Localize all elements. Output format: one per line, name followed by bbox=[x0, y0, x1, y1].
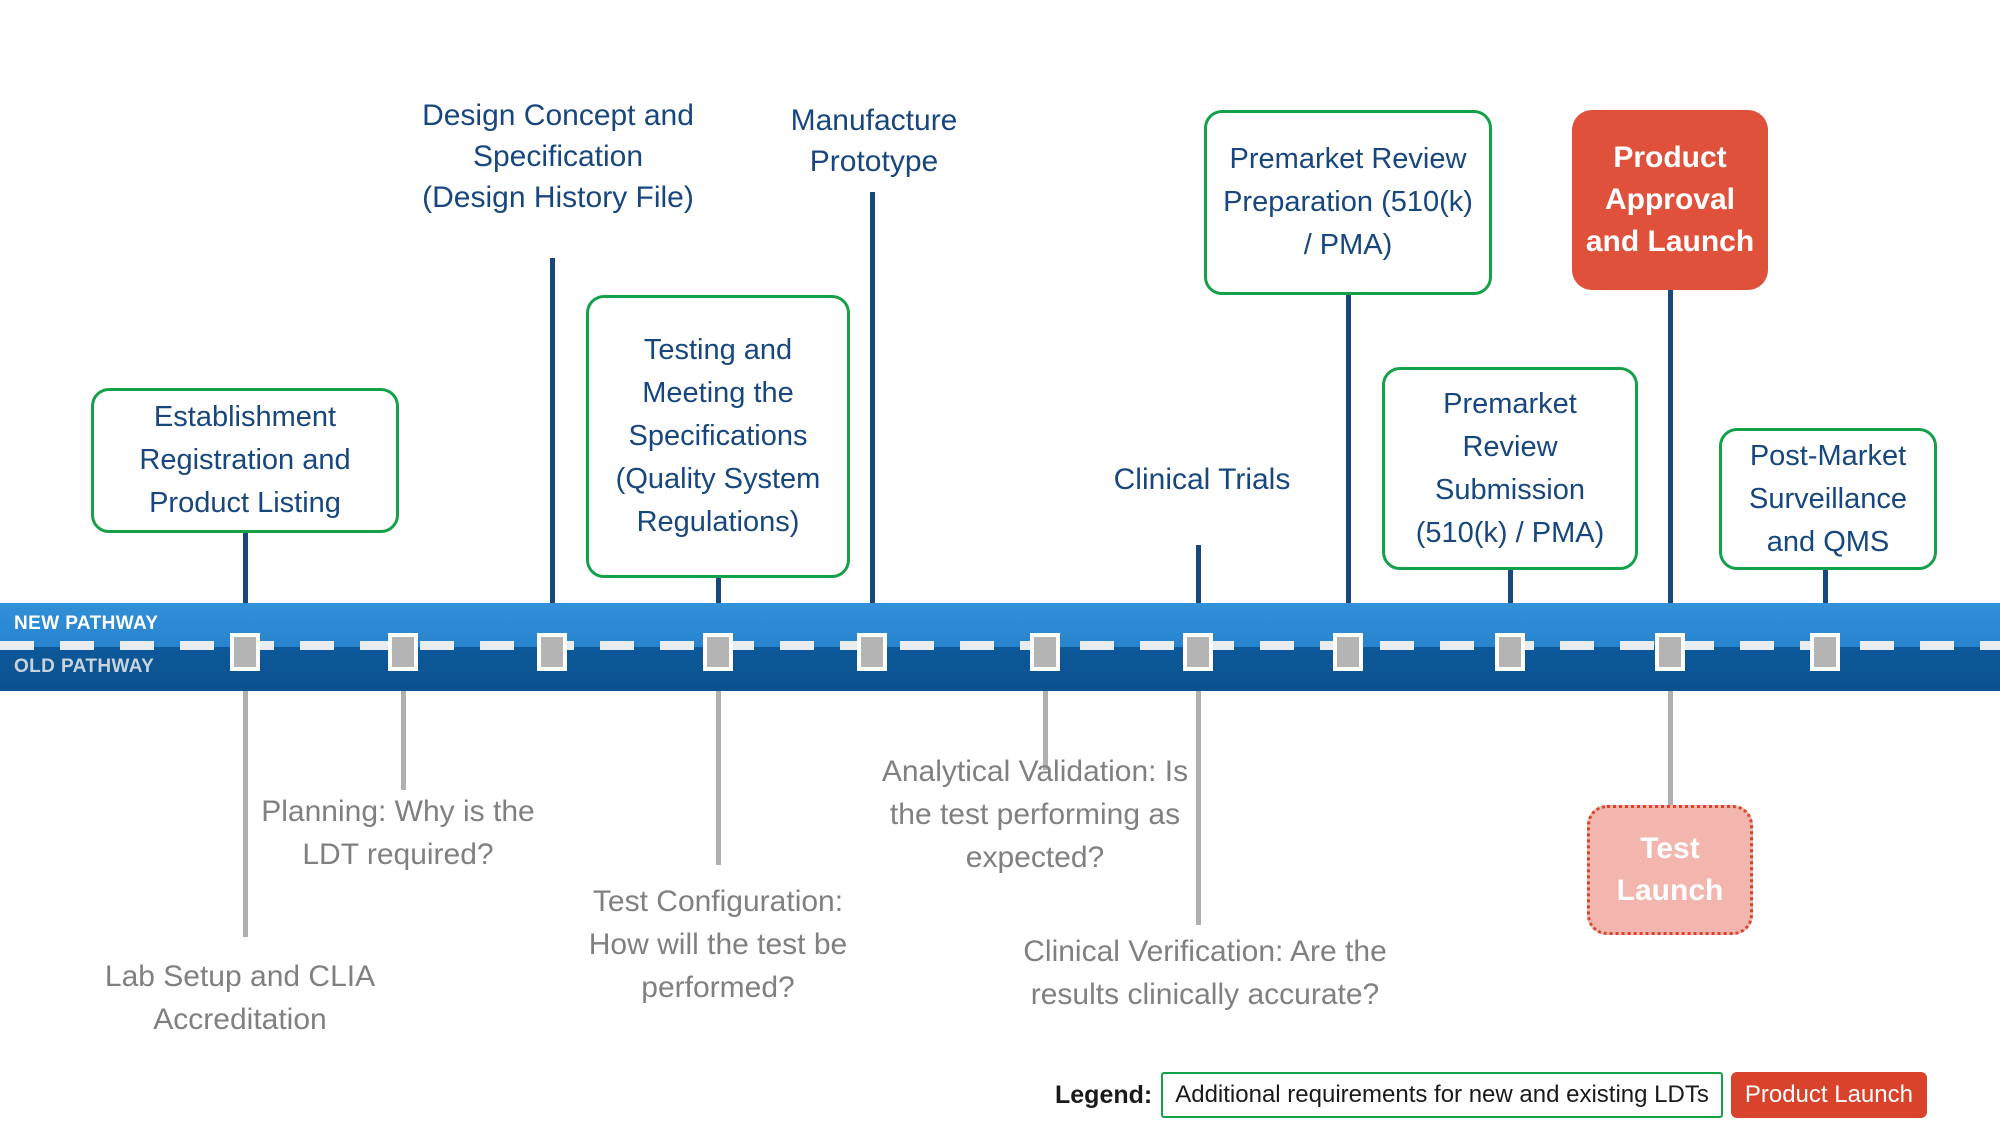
timeline-marker[interactable] bbox=[1333, 633, 1363, 671]
timeline-marker[interactable] bbox=[703, 633, 733, 671]
old-pathway-band bbox=[0, 647, 2000, 691]
node-clinical-verification[interactable]: Clinical Verification: Are the results c… bbox=[1023, 935, 1387, 1011]
pathway-divider-dashed-line bbox=[0, 641, 2000, 650]
connector-testing-specifications bbox=[716, 578, 721, 605]
connector-test-configuration bbox=[716, 660, 721, 865]
connector-clinical-trials bbox=[1196, 545, 1201, 605]
timeline-marker[interactable] bbox=[1810, 633, 1840, 671]
connector-post-market-surveillance bbox=[1823, 570, 1828, 605]
timeline-marker[interactable] bbox=[1655, 633, 1685, 671]
connector-lab-setup bbox=[243, 660, 248, 937]
legend-green-entry: Additional requirements for new and exis… bbox=[1161, 1072, 1723, 1118]
node-premarket-review-preparation[interactable]: Premarket Review Preparation (510(k) / P… bbox=[1204, 110, 1492, 295]
timeline-marker[interactable] bbox=[537, 633, 567, 671]
timeline-marker[interactable] bbox=[1495, 633, 1525, 671]
timeline-marker[interactable] bbox=[388, 633, 418, 671]
node-manufacture-prototype[interactable]: Manufacture Prototype bbox=[790, 104, 958, 178]
node-design-concept[interactable]: Design Concept and Specification (Design… bbox=[422, 99, 694, 214]
legend-red-entry: Product Launch bbox=[1730, 1072, 1927, 1118]
connector-establishment-registration bbox=[243, 533, 248, 605]
timeline-marker[interactable] bbox=[230, 633, 260, 671]
timeline-marker[interactable] bbox=[1030, 633, 1060, 671]
node-lab-setup-clia[interactable]: Lab Setup and CLIA Accreditation bbox=[104, 960, 376, 1036]
connector-product-approval bbox=[1668, 290, 1673, 605]
node-establishment-registration[interactable]: Establishment Registration and Product L… bbox=[91, 388, 399, 533]
node-clinical-trials[interactable]: Clinical Trials bbox=[1113, 463, 1291, 496]
node-test-launch[interactable]: Test Launch bbox=[1587, 805, 1753, 935]
connector-analytical-validation bbox=[1043, 660, 1048, 770]
new-pathway-label: NEW PATHWAY bbox=[14, 613, 159, 634]
pathway-bar: NEW PATHWAY OLD PATHWAY bbox=[0, 603, 2000, 691]
node-analytical-validation[interactable]: Analytical Validation: Is the test perfo… bbox=[881, 755, 1189, 874]
connector-premarket-review-preparation bbox=[1346, 295, 1351, 605]
node-post-market-surveillance[interactable]: Post-Market Surveillance and QMS bbox=[1719, 428, 1937, 570]
legend-title: Legend: bbox=[1055, 1080, 1153, 1109]
node-testing-specifications[interactable]: Testing and Meeting the Specifications (… bbox=[586, 295, 850, 578]
connector-premarket-review-submission bbox=[1508, 570, 1513, 605]
timeline-marker[interactable] bbox=[1183, 633, 1213, 671]
connector-design-concept bbox=[550, 258, 555, 605]
node-premarket-review-submission[interactable]: Premarket Review Submission (510(k) / PM… bbox=[1382, 367, 1638, 570]
node-product-approval-and-launch[interactable]: Product Approval and Launch bbox=[1572, 110, 1768, 290]
legend: Legend: Additional requirements for new … bbox=[1055, 1072, 1927, 1118]
connector-planning bbox=[401, 660, 406, 790]
connector-clinical-verification bbox=[1196, 660, 1201, 925]
connector-manufacture-prototype bbox=[870, 192, 875, 605]
connector-test-launch bbox=[1668, 660, 1673, 805]
old-pathway-label: OLD PATHWAY bbox=[14, 656, 155, 677]
node-planning[interactable]: Planning: Why is the LDT required? bbox=[261, 795, 535, 871]
timeline-marker[interactable] bbox=[857, 633, 887, 671]
node-test-configuration[interactable]: Test Configuration: How will the test be… bbox=[588, 885, 848, 1004]
